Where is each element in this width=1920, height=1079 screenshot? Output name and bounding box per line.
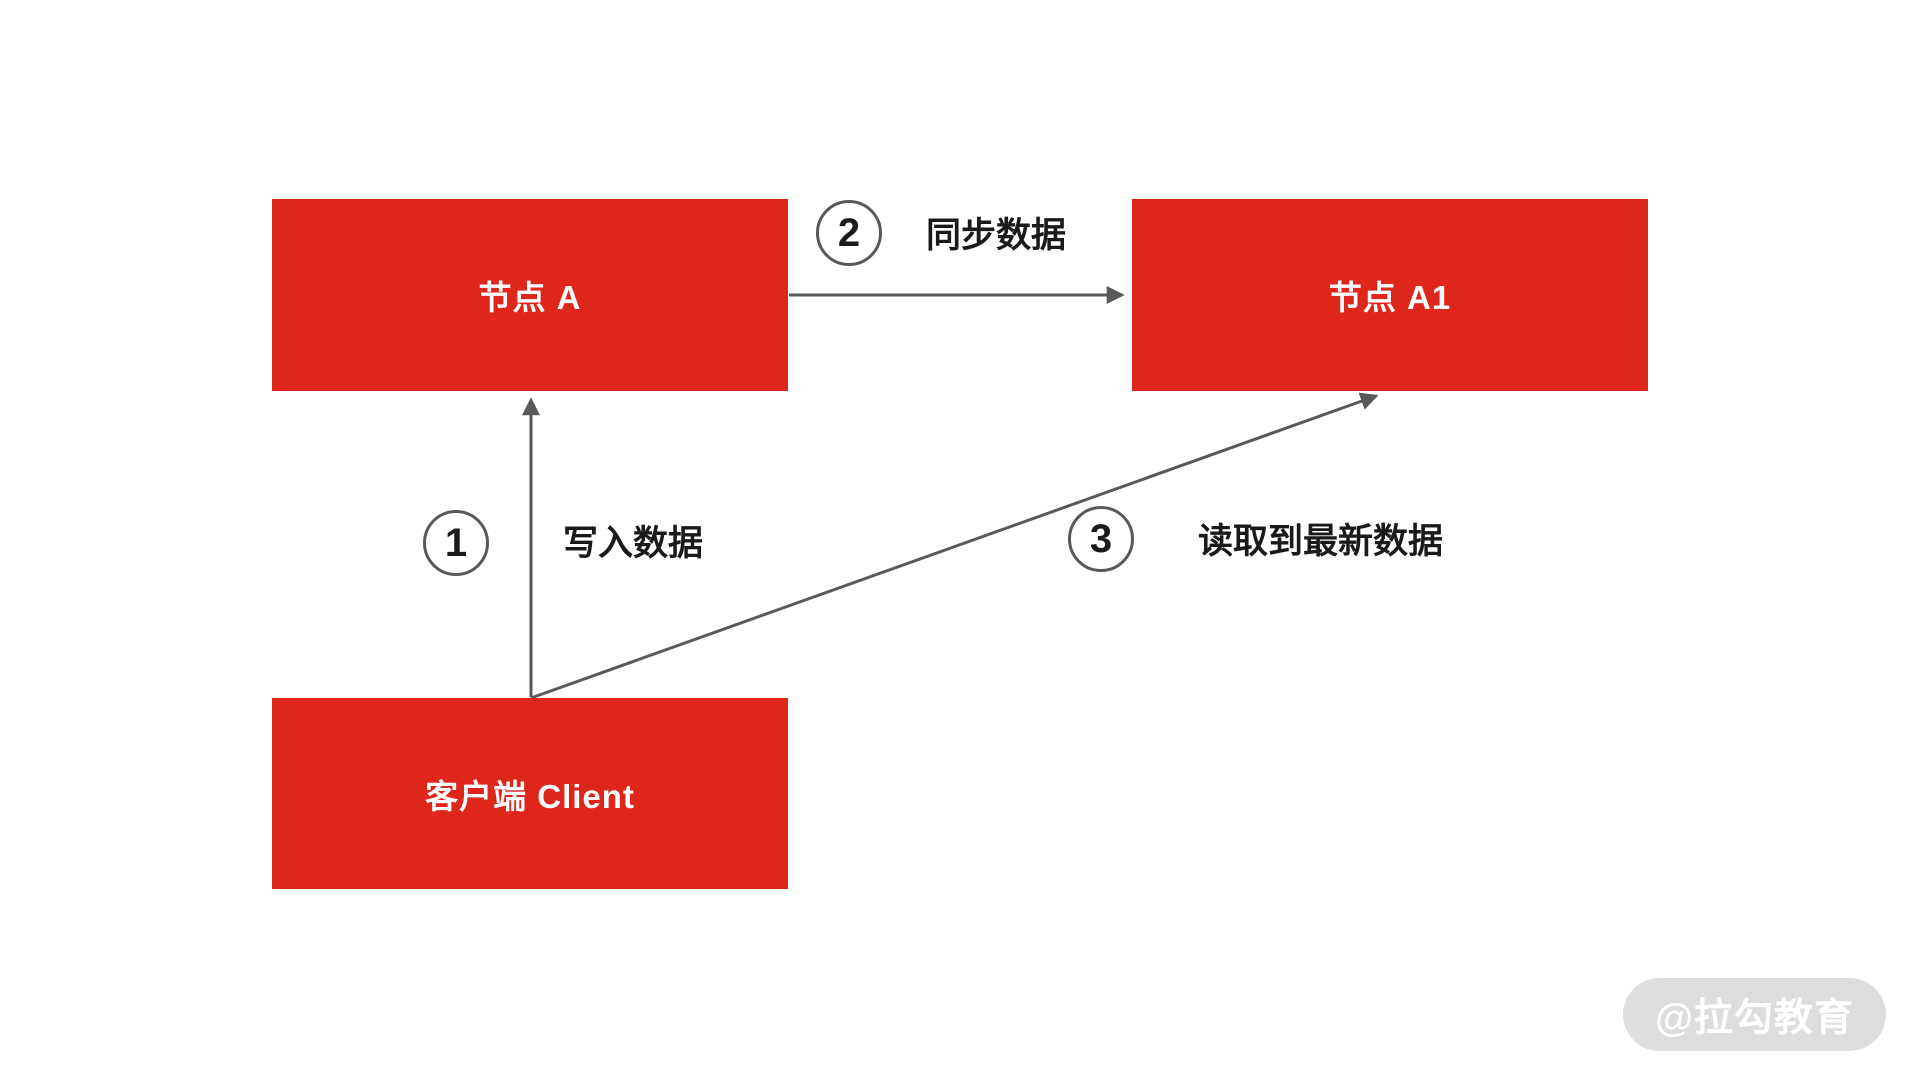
step-3-number: 3	[1089, 516, 1113, 561]
watermark-badge: @拉勾教育	[1623, 978, 1886, 1051]
node-a1-label: 节点 A1	[1328, 279, 1452, 316]
node-a-label: 节点 A	[478, 279, 582, 316]
step-2-label: 同步数据	[926, 216, 1067, 255]
step-2-number: 2	[837, 210, 861, 255]
step-2-badge: 2	[816, 200, 882, 266]
node-client: 客户端 Client	[272, 698, 788, 889]
step-1-number: 1	[444, 520, 468, 565]
step-3-label: 读取到最新数据	[1198, 522, 1444, 561]
step-1-label: 写入数据	[563, 524, 704, 563]
node-client-label: 客户端 Client	[425, 777, 635, 815]
step-3-badge: 3	[1068, 506, 1134, 572]
step-1-badge: 1	[423, 510, 489, 576]
node-a1: 节点 A1	[1132, 199, 1648, 391]
watermark-text: @拉勾教育	[1654, 996, 1855, 1040]
node-a: 节点 A	[272, 199, 788, 391]
